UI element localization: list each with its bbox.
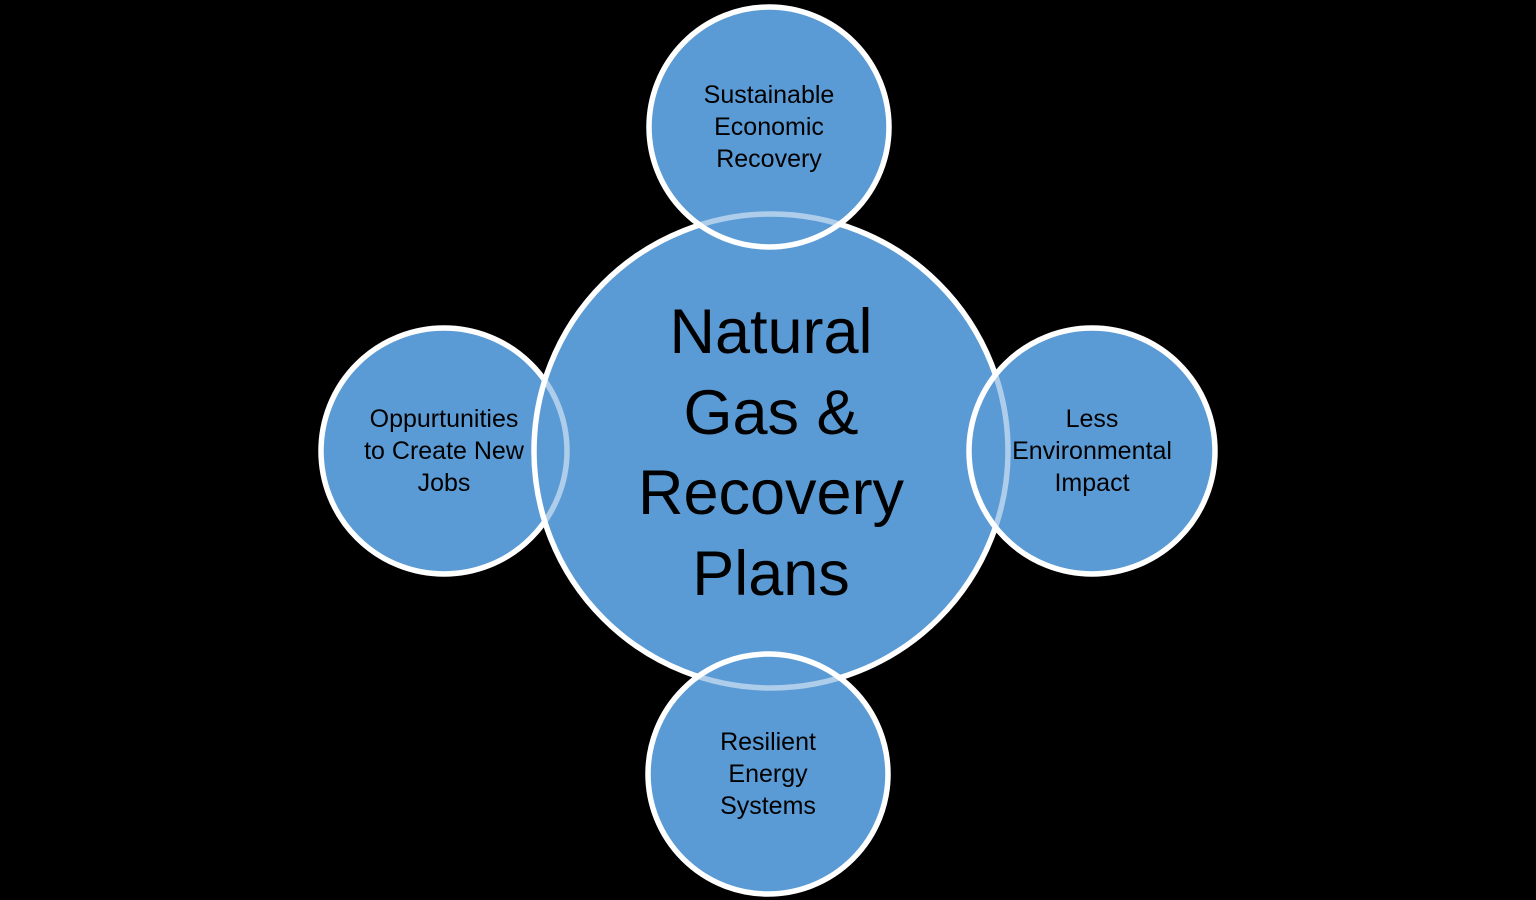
bottom-circle-shape bbox=[645, 651, 891, 897]
center-circle-ghost-outline-bottom bbox=[648, 654, 888, 691]
center-circle-ghost-outline-top bbox=[649, 211, 889, 247]
bottom-circle-label: Resilient Energy Systems bbox=[720, 726, 816, 822]
top-label-line: Sustainable bbox=[703, 81, 835, 109]
right-circle-shape bbox=[966, 325, 1218, 577]
left-circle-label: Oppurtunities to Create New Jobs bbox=[364, 403, 524, 499]
bottom-label-line: Energy bbox=[728, 760, 808, 788]
center-label-line: Plans bbox=[692, 538, 850, 609]
bottom-label-line: Systems bbox=[720, 792, 816, 820]
left-label-line: Jobs bbox=[417, 469, 471, 497]
center-circle-label: Natural Gas & Recovery Plans bbox=[638, 292, 904, 615]
right-circle-label: Less Environmental Impact bbox=[1012, 403, 1172, 499]
top-circle-shape bbox=[646, 4, 892, 250]
top-circle-label: Sustainable Economic Recovery bbox=[704, 79, 835, 175]
bottom-label-line: Resilient bbox=[720, 728, 816, 756]
left-label-line: to Create New bbox=[364, 437, 524, 465]
right-label-line: Less bbox=[1065, 405, 1119, 433]
center-circle-ghost-outline-right bbox=[969, 328, 1011, 574]
center-label-line: Recovery bbox=[637, 458, 905, 528]
left-label-line: Oppurtunities bbox=[369, 405, 519, 433]
right-label-line: Impact bbox=[1054, 469, 1130, 497]
top-label-line: Recovery bbox=[716, 145, 822, 173]
right-label-line: Environmental bbox=[1012, 437, 1172, 465]
top-label-line: Economic bbox=[714, 113, 824, 141]
center-label-line: Natural bbox=[669, 296, 873, 367]
center-label-line: Gas & bbox=[683, 377, 859, 448]
left-circle-ghost-outline bbox=[534, 325, 570, 577]
